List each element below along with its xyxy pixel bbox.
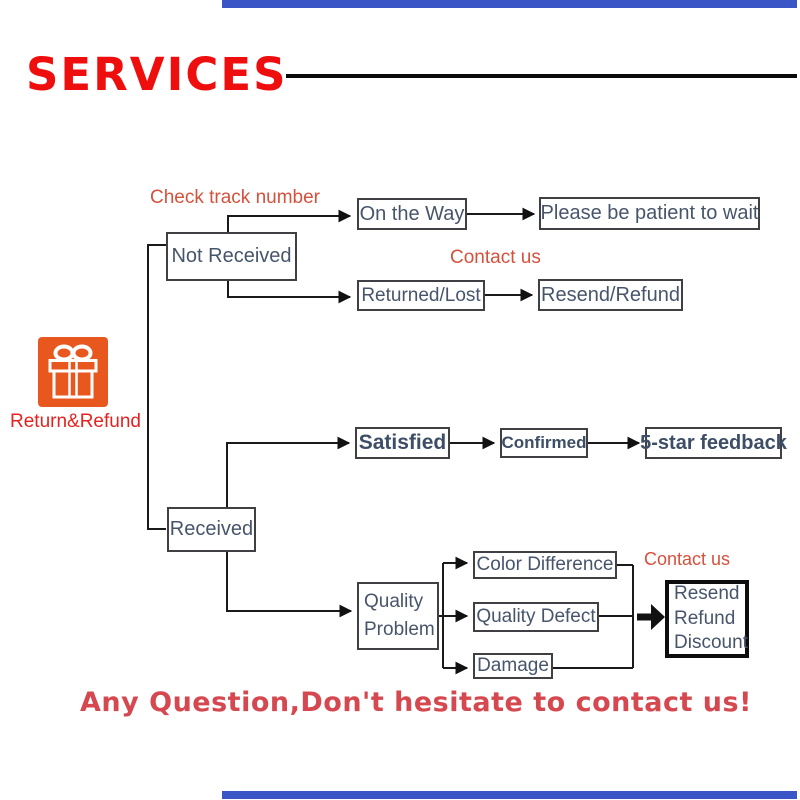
node-five-star-feedback: 5-star feedback — [640, 427, 787, 459]
node-not-received: Not Received — [166, 232, 297, 281]
quality-problem-line2: Problem — [364, 619, 435, 640]
node-confirmed: Confirmed — [500, 428, 588, 458]
node-received: Received — [167, 507, 256, 552]
node-returned-lost: Returned/Lost — [357, 280, 485, 311]
big-arrow-icon — [637, 604, 665, 630]
quality-problem-line1: Quality — [364, 591, 424, 613]
gift-icon — [38, 337, 108, 407]
node-damage: Damage — [473, 653, 553, 679]
node-on-the-way: On the Way — [357, 198, 467, 230]
outcome-line2: Refund — [674, 607, 736, 629]
label-check-track-number: Check track number — [150, 187, 321, 208]
label-contact-us-top: Contact us — [450, 247, 541, 268]
node-satisfied: Satisfied — [355, 427, 450, 459]
node-quality-problem: Quality Problem — [357, 582, 439, 650]
node-quality-defect: Quality Defect — [473, 602, 599, 632]
outcome-line1: Resend — [674, 582, 740, 604]
outcome-line3: Discount — [674, 632, 748, 654]
node-resend-refund: Resend/Refund — [538, 279, 683, 311]
label-contact-us-bottom: Contact us — [644, 549, 731, 569]
title-rule — [286, 74, 797, 78]
page-title: SERVICES — [26, 48, 288, 101]
node-color-difference: Color Difference — [473, 551, 617, 579]
node-resend-refund-discount: Resend Refund Discount — [665, 580, 749, 658]
node-please-be-patient: Please be patient to wait — [539, 197, 760, 230]
top-edge-bar — [222, 0, 797, 8]
footer-message: Any Question,Don't hesitate to contact u… — [80, 687, 752, 718]
gift-icon-label: Return&Refund — [10, 411, 141, 432]
bottom-edge-bar — [222, 791, 797, 799]
